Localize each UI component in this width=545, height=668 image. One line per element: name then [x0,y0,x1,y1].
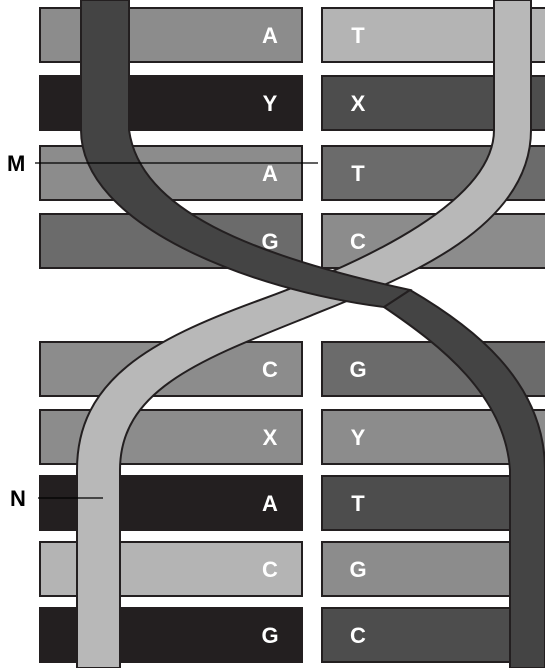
callouts: M N [7,151,318,511]
label-m: M [7,151,25,176]
base-letter-right-4: C [350,229,366,254]
base-letter-right-3: T [351,161,365,186]
base-right-7 [321,475,545,531]
base-right-9 [321,607,545,663]
label-n: N [10,486,26,511]
light-strand [76,0,532,668]
base-letter-left-2: Y [263,91,278,116]
base-letter-left-4: G [261,229,278,254]
base-letter-right-8: G [349,557,366,582]
base-right-8 [321,541,545,597]
base-letter-right-1: T [351,23,365,48]
base-letter-right-9: C [350,623,366,648]
sugar-phosphate-backbones [76,0,545,668]
base-letter-right-2: X [351,91,366,116]
base-letter-right-6: Y [351,425,366,450]
base-letter-left-7: A [262,491,278,516]
base-letter-left-1: A [262,23,278,48]
base-letter-right-5: G [349,357,366,382]
base-letter-left-8: C [262,557,278,582]
base-letter-left-5: C [262,357,278,382]
dark-strand-upper [80,0,413,309]
base-letter-left-3: A [262,161,278,186]
dark-strand-lower [382,288,545,668]
base-letter-right-7: T [351,491,365,516]
base-letter-left-9: G [261,623,278,648]
base-left-3 [39,145,303,201]
base-letter-left-6: X [263,425,278,450]
left-bases-group: A Y A G C X A C G [39,7,303,663]
